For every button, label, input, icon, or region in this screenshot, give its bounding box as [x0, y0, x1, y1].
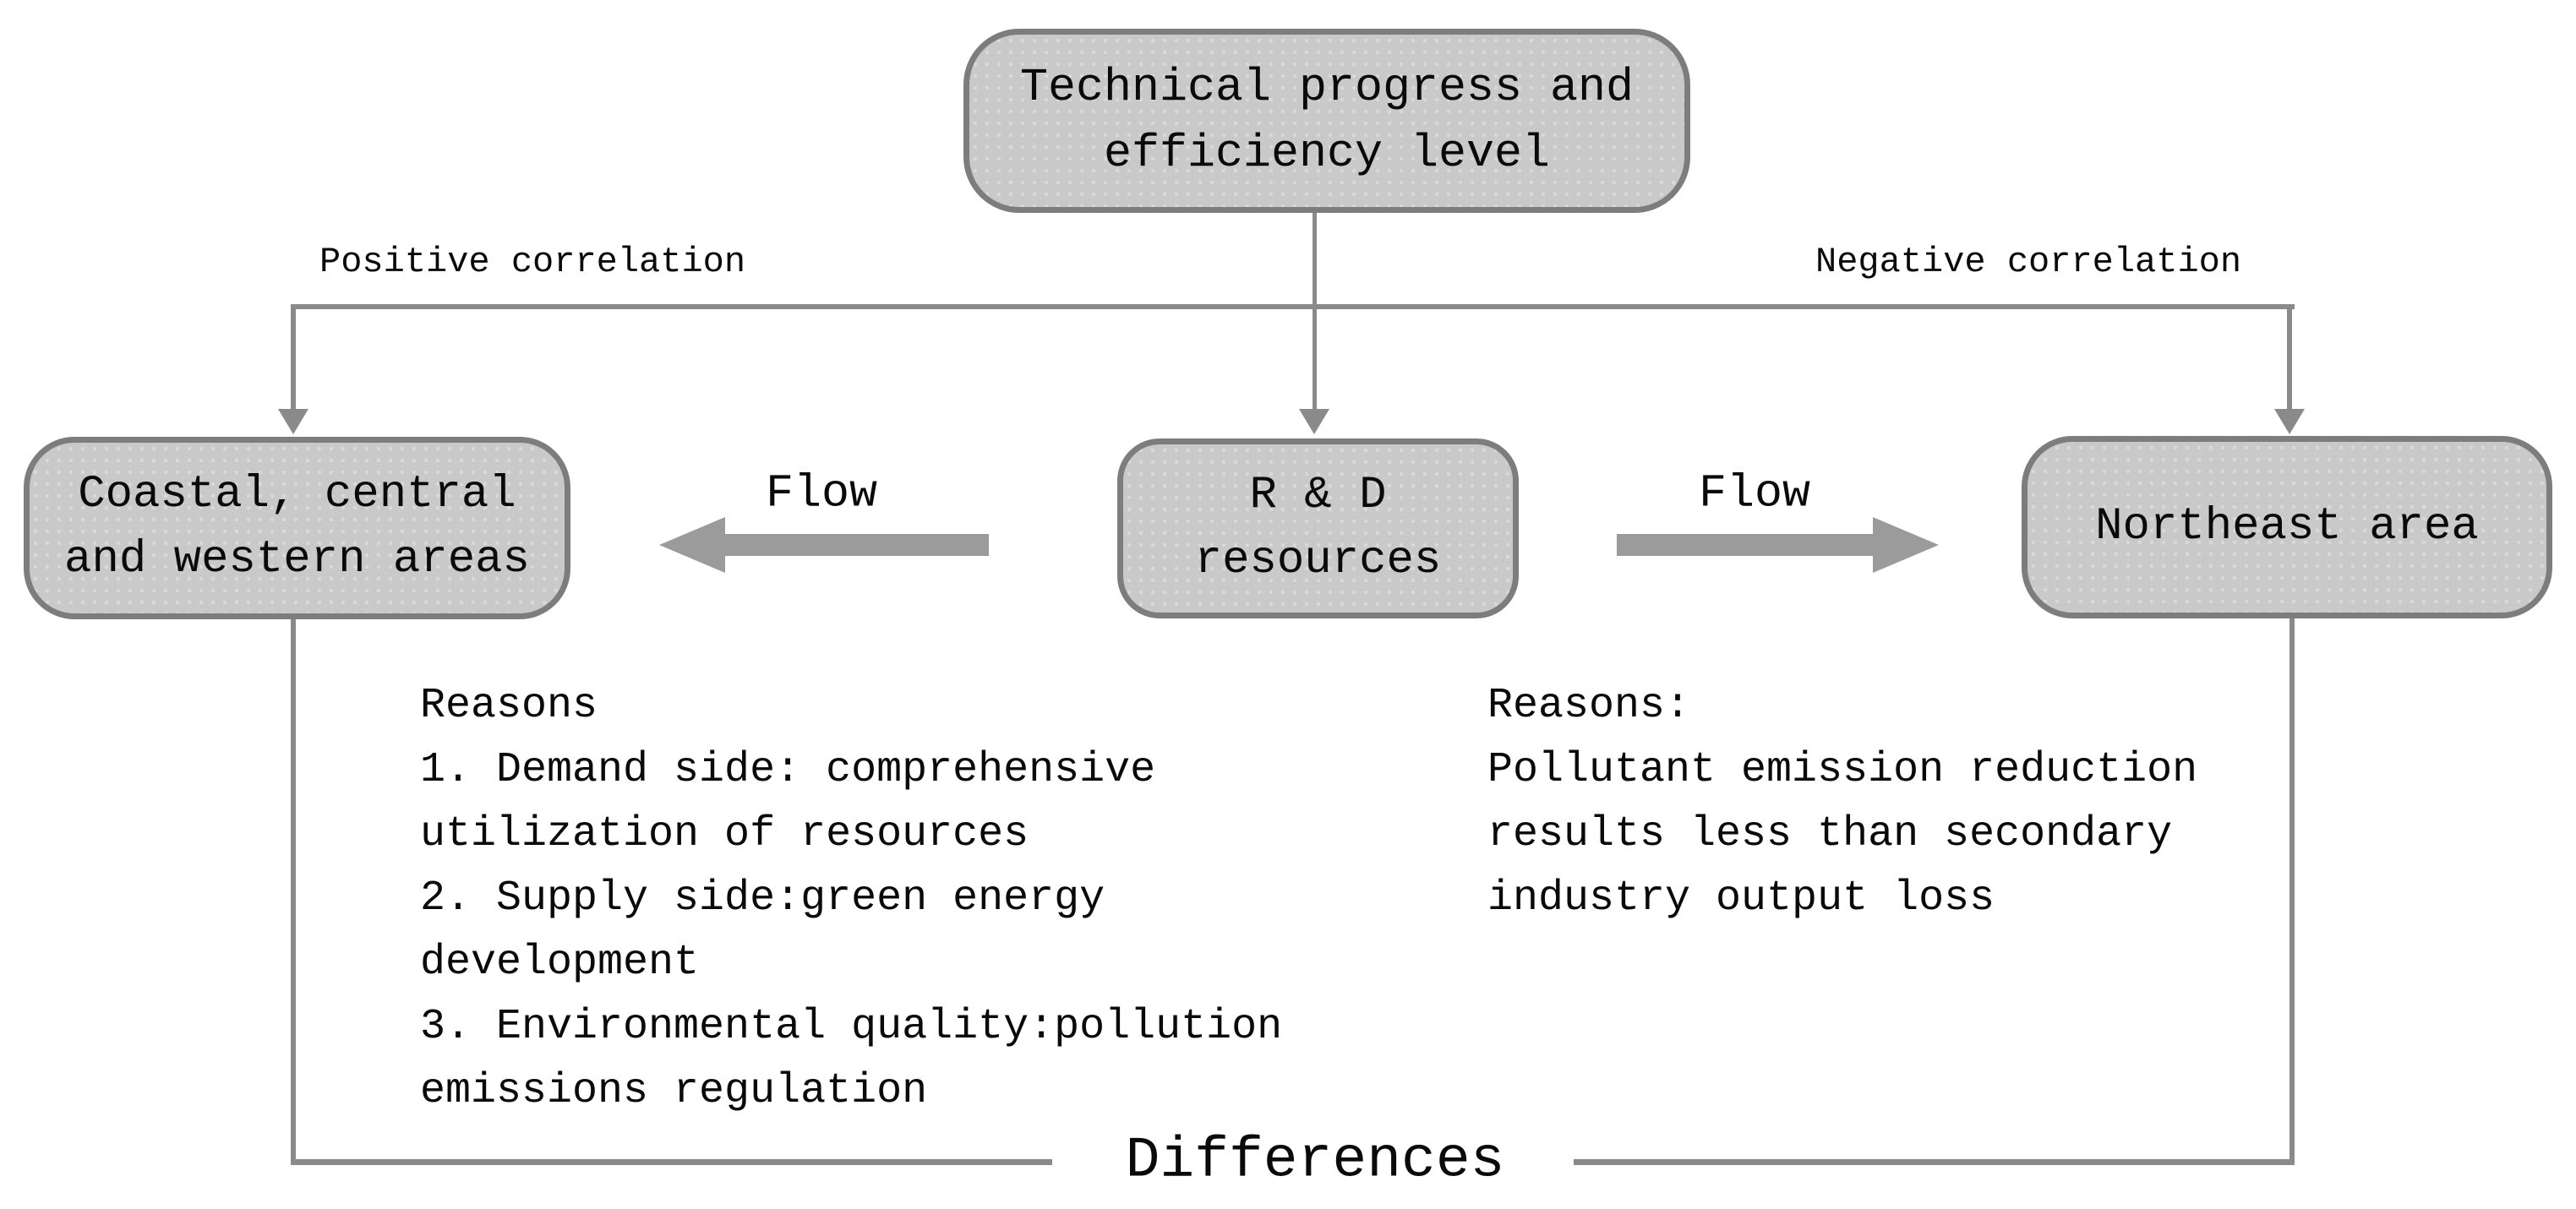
- flow-arrow-left-icon: [659, 517, 725, 573]
- reasons-left-text: Reasons 1. Demand side: comprehensive ut…: [420, 682, 1283, 1115]
- connector-bottom-right-horizontal: [1574, 1159, 2295, 1165]
- flow-arrow-left-shaft: [723, 534, 989, 556]
- connector-horizontal-bus: [291, 304, 2295, 309]
- flow-left-label: Flow: [765, 466, 878, 520]
- connector-drop-right: [2287, 304, 2292, 409]
- reasons-right-text: Reasons: Pollutant emission reduction re…: [1487, 682, 2198, 923]
- connector-top-stem: [1313, 213, 1317, 308]
- flow-right-label: Flow: [1698, 466, 1811, 520]
- connector-bottom-left-vertical: [291, 619, 296, 1165]
- node-rd-resources-label: R & D resources: [1194, 469, 1442, 586]
- negative-correlation-label: Negative correlation: [1815, 242, 2242, 282]
- node-coastal-central-western-label: Coastal, central and western areas: [64, 469, 530, 585]
- connector-drop-center: [1313, 304, 1317, 409]
- arrowhead-down-right-icon: [2274, 409, 2305, 434]
- connector-bottom-right-vertical: [2289, 618, 2295, 1165]
- node-technical-progress-label: Technical progress and efficiency level: [1019, 60, 1635, 180]
- arrowhead-down-center-icon: [1299, 409, 1329, 434]
- flow-arrow-right-icon: [1873, 517, 1939, 573]
- connector-bottom-left-horizontal: [291, 1159, 1052, 1165]
- connector-drop-left: [291, 304, 296, 409]
- node-coastal-central-western: Coastal, central and western areas: [24, 437, 570, 619]
- node-technical-progress: Technical progress and efficiency level: [963, 29, 1690, 213]
- flow-arrow-right-shaft: [1617, 534, 1873, 556]
- arrowhead-down-left-icon: [278, 409, 308, 434]
- positive-correlation-label: Positive correlation: [319, 242, 746, 282]
- node-northeast-area: Northeast area: [2022, 436, 2552, 618]
- differences-label: Differences: [1103, 1128, 1527, 1194]
- node-northeast-area-label: Northeast area: [2095, 500, 2479, 553]
- node-rd-resources: R & D resources: [1117, 438, 1519, 618]
